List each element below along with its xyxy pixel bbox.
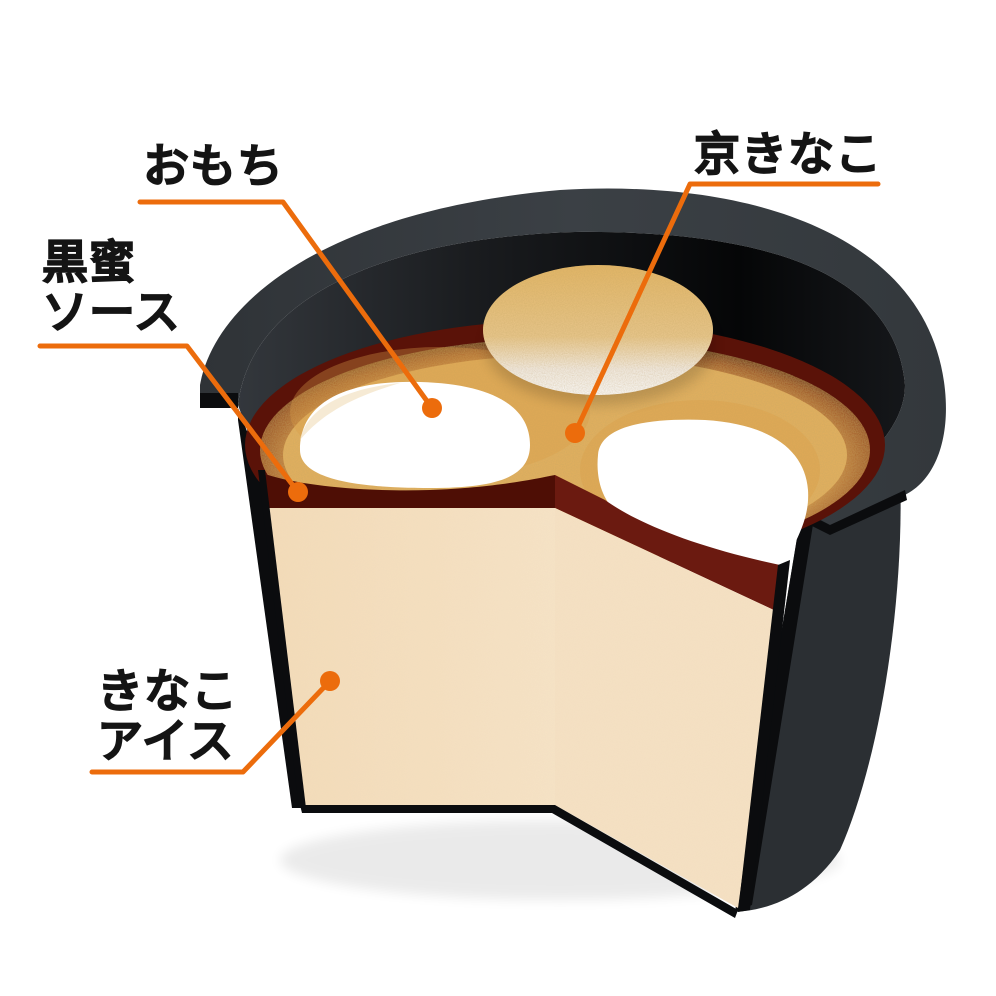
callout-kuromitsu [37,343,301,495]
label-kinako-ice-line-2: アイス [96,713,235,768]
cup-bottom-edge [300,805,738,918]
label-kyokinako-line-1: 京きなこ [693,127,882,181]
label-kuromitsu-line-2: ソース [41,284,181,339]
kinako-ice-cream-front [265,508,555,805]
cup-rim [200,188,946,525]
kuromitsu-sauce-layer-side [555,475,780,612]
callout-dot-kyokinako [565,423,585,443]
label-kinako-ice: きなこ アイス [96,664,238,768]
label-kuromitsu-sauce: 黒蜜 ソース [41,235,181,339]
mochi-back [483,265,713,395]
cup-outer-wall-left [238,408,300,808]
callout-dot-kuromitsu [288,482,308,502]
cup-outer-wall-right [735,470,901,912]
label-omochi-line-1: おもち [142,139,284,193]
mochi-left [300,381,530,488]
label-kinako-ice-line-1: きなこ [96,664,238,718]
label-kuromitsu-line-1: 黒蜜 [41,235,136,289]
label-kyokinako: 京きなこ [693,127,882,181]
callout-kinako-ice [89,678,333,775]
kuromitsu-sauce-layer-front [262,475,555,508]
callout-dot-kinako-ice [320,671,340,691]
kinako-ice-cream-side [555,508,778,908]
label-omochi: おもち [142,139,284,193]
callout-dot-omochi [422,398,442,418]
callout-omochi [137,199,435,411]
callout-kyokinako [572,181,881,436]
